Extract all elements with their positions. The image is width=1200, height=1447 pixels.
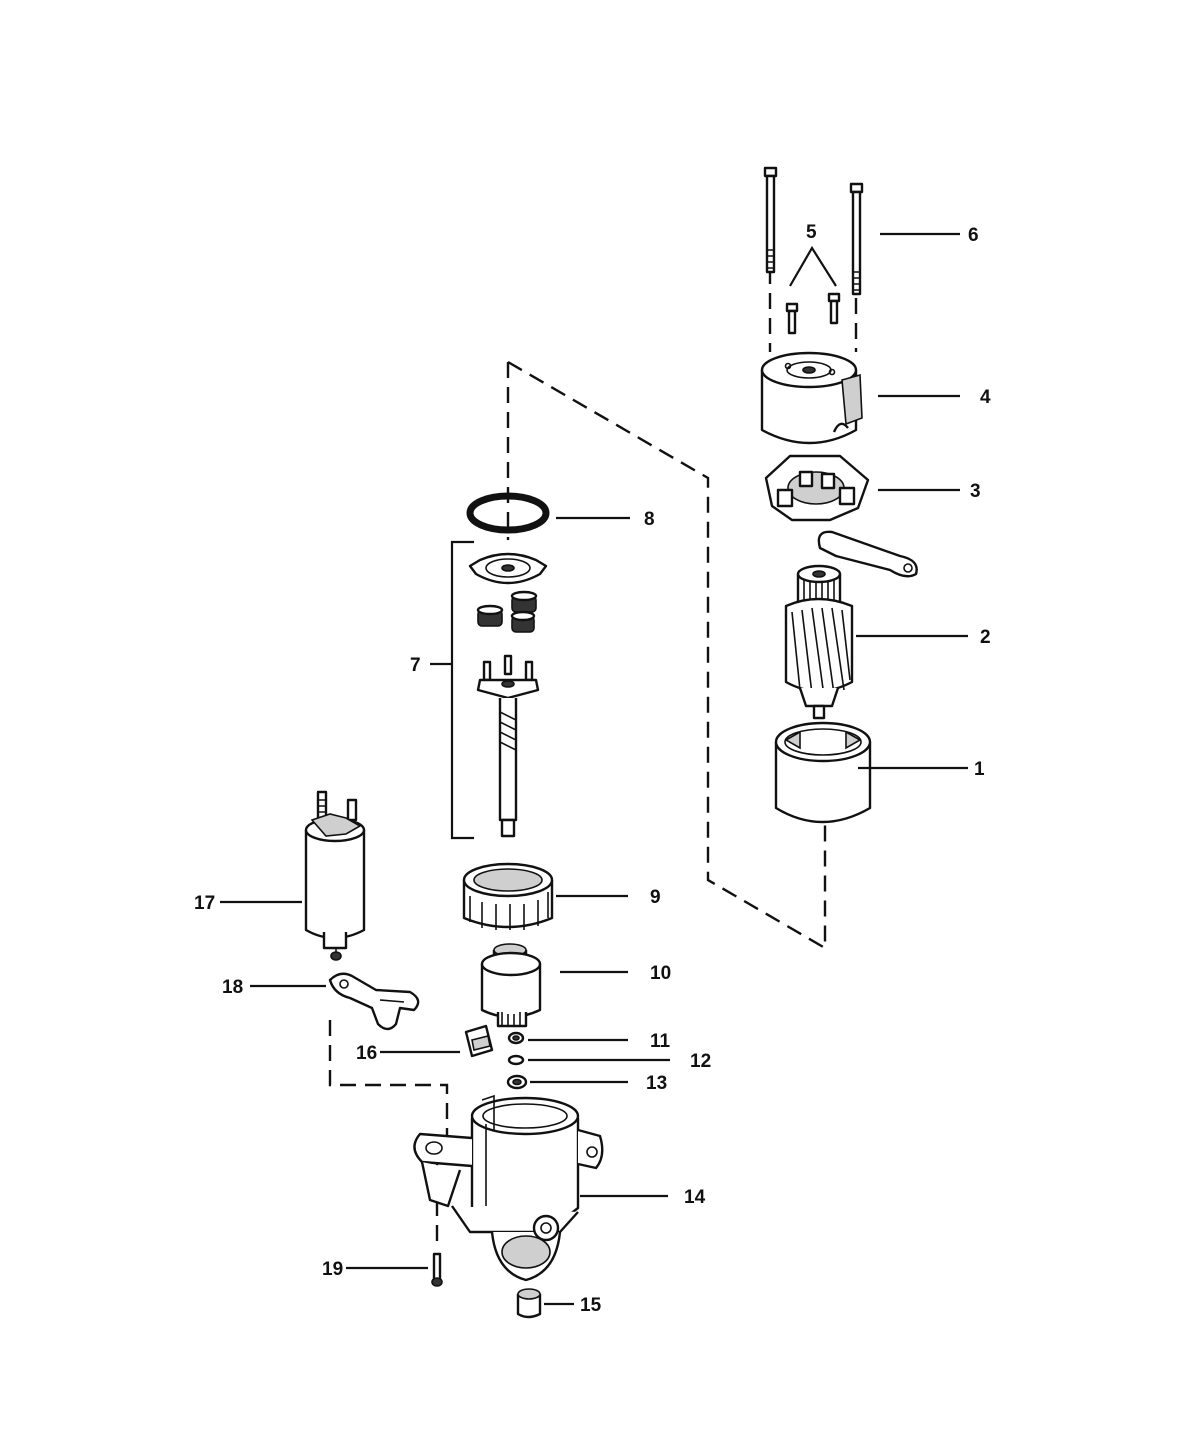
callout-labels: 1 2 3 4 5 6 7 8 9 10 11 12 13 14 15 16 1… [194, 222, 991, 1316]
planetary-gear-assembly [468, 552, 548, 838]
callout-15: 15 [580, 1295, 602, 1316]
drive-pinion-clutch [480, 943, 542, 1028]
bushing [516, 1288, 542, 1319]
callout-5: 5 [806, 222, 817, 243]
callout-16: 16 [356, 1043, 377, 1064]
assembly-path-lines [328, 268, 858, 1250]
callout-4: 4 [980, 387, 991, 408]
thrust-washer [506, 1074, 528, 1090]
callout-1: 1 [974, 759, 985, 780]
solenoid [304, 790, 366, 961]
brush-holder-plate [764, 454, 918, 578]
callout-12: 12 [690, 1051, 711, 1072]
leader-lines [220, 232, 968, 1306]
callout-14: 14 [684, 1187, 706, 1208]
callout-9: 9 [650, 887, 661, 908]
ring-gear [462, 862, 554, 930]
armature [784, 564, 854, 720]
o-ring [466, 492, 550, 534]
commutator-end-cap [760, 351, 863, 445]
callout-6: 6 [968, 225, 979, 246]
stop-collar [507, 1031, 525, 1045]
callout-8: 8 [644, 509, 655, 530]
callout-10: 10 [650, 963, 671, 984]
field-frame-housing [774, 721, 872, 824]
callout-7: 7 [410, 655, 421, 676]
brush-screws [785, 292, 841, 335]
callout-18: 18 [222, 977, 243, 998]
callout-2: 2 [980, 627, 991, 648]
callout-19: 19 [322, 1259, 343, 1280]
snap-ring [507, 1054, 525, 1066]
housing-screw [431, 1252, 443, 1287]
shift-fork-lever [328, 972, 420, 1031]
callout-17: 17 [194, 893, 215, 914]
callout-11: 11 [650, 1031, 671, 1052]
drive-end-housing [413, 1094, 604, 1282]
callout-3: 3 [970, 481, 981, 502]
through-bolts [763, 166, 864, 296]
callout-13: 13 [646, 1073, 667, 1094]
lever-pivot-block [464, 1024, 494, 1058]
